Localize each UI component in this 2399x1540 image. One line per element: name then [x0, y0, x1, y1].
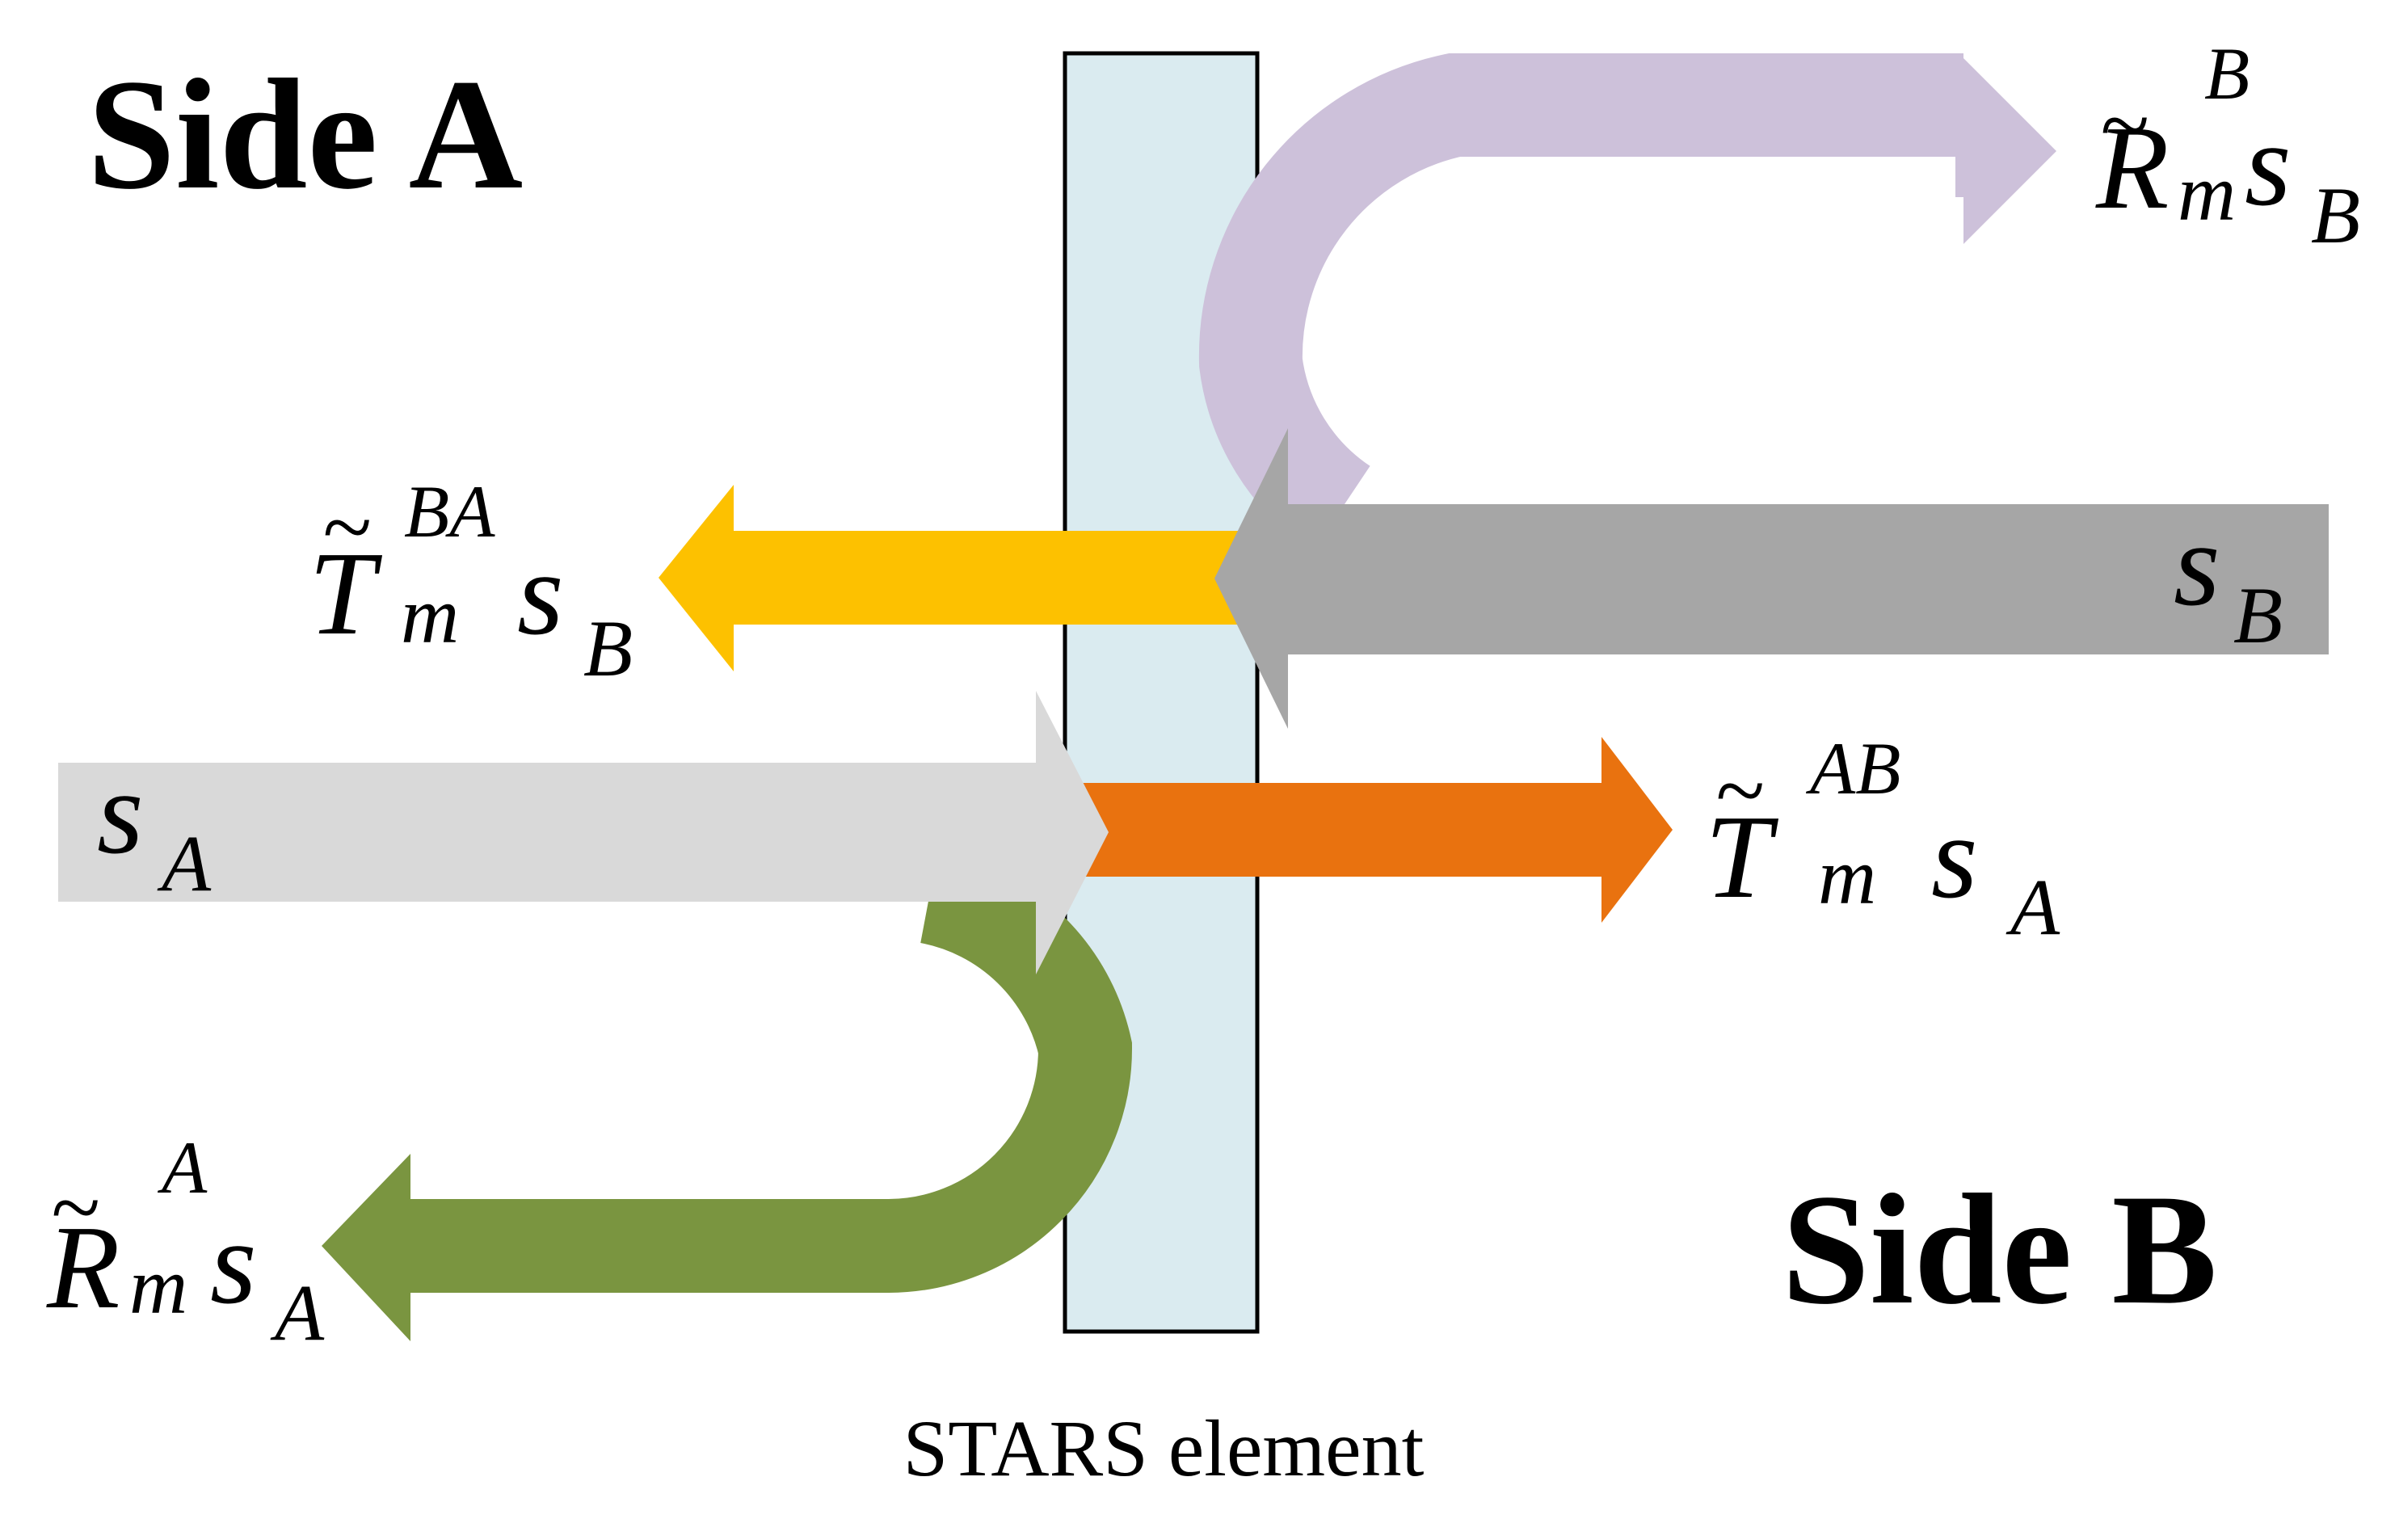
reflection-arrow-b	[1198, 53, 2056, 553]
svg-text:AB: AB	[1805, 727, 1900, 810]
svg-text:R: R	[2095, 102, 2169, 234]
svg-text:~: ~	[2099, 75, 2149, 175]
svg-text:s: s	[517, 528, 564, 660]
svg-text:s: s	[2245, 99, 2292, 231]
stars-element-label: STARS element	[903, 1403, 1425, 1493]
reflection-arrow-a	[322, 851, 1133, 1341]
svg-text:T: T	[309, 528, 383, 660]
formula-reflect-b: ~ R B m s B	[2095, 32, 2360, 260]
svg-text:A: A	[2005, 862, 2060, 952]
svg-text:A: A	[157, 1126, 208, 1209]
svg-text:A: A	[157, 818, 212, 908]
formula-input-a: s A	[97, 747, 212, 908]
transmission-arrow-ab	[1079, 737, 1673, 923]
svg-text:m: m	[1818, 831, 1876, 921]
svg-text:T: T	[1705, 791, 1779, 924]
svg-text:B: B	[2311, 170, 2360, 260]
svg-text:s: s	[2174, 499, 2220, 631]
svg-text:m: m	[401, 570, 459, 660]
svg-text:A: A	[270, 1268, 325, 1357]
svg-text:m: m	[129, 1241, 187, 1331]
formula-reflect-a: ~ R A m s A	[46, 1126, 325, 1357]
incident-arrow-a	[58, 691, 1109, 974]
formula-transmit-ab: ~ T AB m s A	[1705, 727, 2060, 952]
svg-text:BA: BA	[404, 470, 495, 553]
side-b-label: Side B	[1782, 1162, 2217, 1337]
svg-text:s: s	[210, 1197, 257, 1329]
svg-text:~: ~	[1715, 741, 1764, 841]
svg-text:B: B	[583, 604, 633, 693]
svg-text:~: ~	[322, 478, 371, 578]
svg-text:~: ~	[50, 1158, 99, 1258]
svg-text:m: m	[2178, 148, 2236, 238]
incident-arrow-b	[1214, 428, 2329, 729]
svg-text:s: s	[97, 747, 144, 879]
formula-transmit-ba: ~ T BA m s B	[309, 470, 633, 693]
side-a-label: Side A	[87, 47, 523, 222]
svg-text:s: s	[1931, 791, 1978, 924]
formula-input-b: s B	[2174, 499, 2283, 660]
svg-text:B: B	[2233, 570, 2283, 660]
transmission-arrow-ba	[659, 485, 1248, 671]
svg-text:B: B	[2204, 32, 2250, 115]
svg-text:R: R	[46, 1201, 120, 1334]
